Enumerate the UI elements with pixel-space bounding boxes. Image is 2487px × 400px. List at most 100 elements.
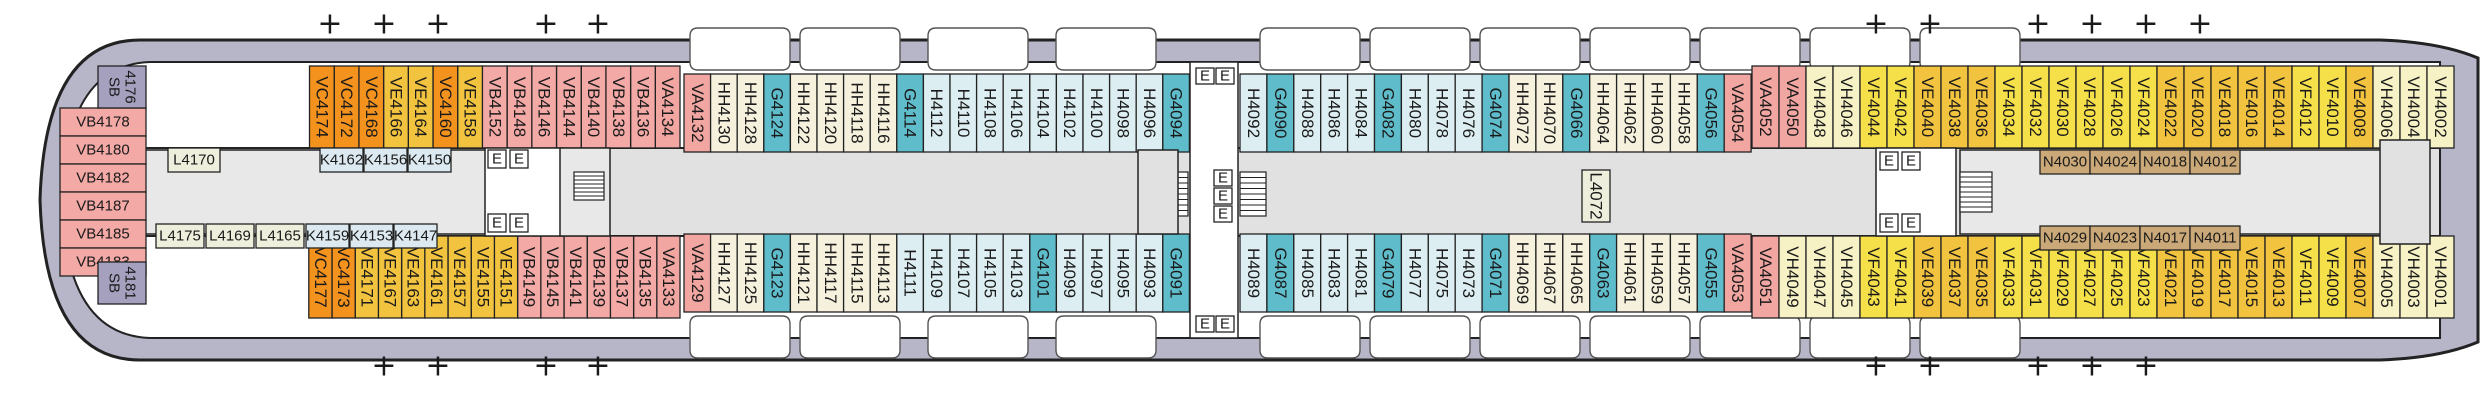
cabin-l4169[interactable]: L4169	[205, 223, 255, 249]
cabin-vh4003[interactable]: VH4003	[2399, 235, 2428, 319]
cabin-ve4020[interactable]: VE4020	[2183, 65, 2212, 149]
cabin-ve4151[interactable]: VE4151	[493, 235, 519, 319]
cabin-hh4058[interactable]: HH4058	[1669, 73, 1698, 153]
cabin-h4111[interactable]: H4111	[896, 233, 925, 313]
cabin-k4159[interactable]: K4159	[305, 223, 350, 249]
cabin-vh4002[interactable]: VH4002	[2426, 65, 2455, 149]
cabin-vc4160[interactable]: VC4160	[432, 65, 459, 149]
cabin-l4170[interactable]: L4170	[167, 147, 221, 173]
cabin-ve4035[interactable]: VE4035	[1967, 235, 1996, 319]
cabin-ve4018[interactable]: VE4018	[2210, 65, 2239, 149]
cabin-hh4067[interactable]: HH4067	[1535, 233, 1564, 313]
cabin-vf4009[interactable]: VF4009	[2318, 235, 2347, 319]
cabin-hh4121[interactable]: HH4121	[789, 233, 818, 313]
cabin-hh4059[interactable]: HH4059	[1642, 233, 1672, 313]
cabin-n4018[interactable]: N4018	[2139, 149, 2191, 175]
cabin-hh4069[interactable]: HH4069	[1508, 233, 1537, 313]
cabin-h4077[interactable]: H4077	[1400, 233, 1429, 313]
cabin-vf4028[interactable]: VF4028	[2075, 65, 2104, 149]
cabin-vb4139[interactable]: VB4139	[586, 235, 612, 319]
cabin-vf4024[interactable]: VF4024	[2129, 65, 2158, 149]
cabin-vh4048[interactable]: VH4048	[1805, 65, 1834, 149]
cabin-vb4152[interactable]: VB4152	[481, 65, 508, 149]
cabin-n4024[interactable]: N4024	[2089, 149, 2141, 175]
cabin-h4099[interactable]: H4099	[1055, 233, 1084, 313]
cabin-h4076[interactable]: H4076	[1454, 73, 1483, 153]
cabin-vb4135[interactable]: VB4135	[632, 235, 658, 319]
cabin-vf4010[interactable]: VF4010	[2318, 65, 2347, 149]
cabin-vf4044[interactable]: VF4044	[1859, 65, 1888, 149]
cabin-hh4060[interactable]: HH4060	[1642, 73, 1672, 153]
cabin-ve4166[interactable]: VE4166	[382, 65, 409, 149]
cabin-vb4185[interactable]: VB4185	[59, 219, 147, 249]
cabin-vf4041[interactable]: VF4041	[1886, 235, 1915, 319]
cabin-h4105[interactable]: H4105	[975, 233, 1004, 313]
cabin-vf4034[interactable]: VF4034	[1994, 65, 2023, 149]
cabin-h4103[interactable]: H4103	[1002, 233, 1031, 313]
cabin-hh4072[interactable]: HH4072	[1508, 73, 1537, 153]
cabin-vf4043[interactable]: VF4043	[1859, 235, 1888, 319]
cabin-ve4015[interactable]: VE4015	[2237, 235, 2266, 319]
cabin-hh4127[interactable]: HH4127	[709, 233, 738, 313]
cabin-hh4057[interactable]: HH4057	[1669, 233, 1698, 313]
cabin-h4084[interactable]: H4084	[1346, 73, 1376, 153]
cabin-ve4016[interactable]: VE4016	[2237, 65, 2266, 149]
cabin-vh4046[interactable]: VH4046	[1832, 65, 1861, 149]
cabin-n4017[interactable]: N4017	[2139, 225, 2191, 251]
cabin-k4150[interactable]: K4150	[407, 147, 452, 173]
cabin-vf4026[interactable]: VF4026	[2102, 65, 2131, 149]
cabin-vb4136[interactable]: VB4136	[629, 65, 656, 149]
cabin-k4156[interactable]: K4156	[363, 147, 408, 173]
cabin-vb4145[interactable]: VB4145	[540, 235, 565, 319]
cabin-k4162[interactable]: K4162	[319, 147, 364, 173]
cabin-vh4045[interactable]: VH4045	[1832, 235, 1861, 319]
cabin-ve4155[interactable]: VE4155	[470, 235, 496, 319]
cabin-h4109[interactable]: H4109	[922, 233, 951, 313]
cabin-g4055[interactable]: G4055	[1696, 233, 1725, 313]
cabin-h4097[interactable]: H4097	[1082, 233, 1111, 313]
cabin-h4078[interactable]: H4078	[1427, 73, 1456, 153]
cabin-va4129[interactable]: VA4129	[683, 233, 712, 313]
cabin-h4110[interactable]: H4110	[949, 73, 978, 153]
cabin-hh4070[interactable]: HH4070	[1535, 73, 1564, 153]
cabin-hh4115[interactable]: HH4115	[842, 233, 871, 313]
cabin-h4092[interactable]: H4092	[1239, 73, 1268, 153]
cabin-vc4174[interactable]: VC4174	[308, 65, 335, 149]
cabin-n4011[interactable]: N4011	[2189, 225, 2241, 251]
cabin-hh4128[interactable]: HH4128	[736, 73, 765, 153]
cabin-va4133[interactable]: VA4133	[656, 235, 681, 319]
cabin-h4089[interactable]: H4089	[1239, 233, 1268, 313]
cabin-ve4038[interactable]: VE4038	[1940, 65, 1969, 149]
cabin-h4106[interactable]: H4106	[1002, 73, 1031, 153]
cabin-va4134[interactable]: VA4134	[654, 65, 681, 149]
cabin-vb4138[interactable]: VB4138	[605, 65, 632, 149]
cabin-h4075[interactable]: H4075	[1427, 233, 1456, 313]
cabin-vb4140[interactable]: VB4140	[580, 65, 607, 149]
cabin-h4102[interactable]: H4102	[1055, 73, 1084, 153]
cabin-vf4031[interactable]: VF4031	[2021, 235, 2050, 319]
cabin-l4165[interactable]: L4165	[255, 223, 305, 249]
cabin-ve4039[interactable]: VE4039	[1913, 235, 1942, 319]
cabin-ve4157[interactable]: VE4157	[447, 235, 472, 319]
cabin-h4093[interactable]: H4093	[1135, 233, 1164, 313]
cabin-h4073[interactable]: H4073	[1454, 233, 1483, 313]
cabin-hh4062[interactable]: HH4062	[1615, 73, 1645, 153]
cabin-ve4171[interactable]: VE4171	[354, 235, 380, 319]
cabin-hh4122[interactable]: HH4122	[789, 73, 818, 153]
cabin-h4096[interactable]: H4096	[1135, 73, 1164, 153]
cabin-h4104[interactable]: H4104	[1029, 73, 1058, 153]
cabin-ve4014[interactable]: VE4014	[2264, 65, 2293, 149]
cabin-vb4144[interactable]: VB4144	[555, 65, 582, 149]
cabin-ve4036[interactable]: VE4036	[1967, 65, 1996, 149]
cabin-g4091[interactable]: G4091	[1162, 233, 1191, 313]
cabin-k4153[interactable]: K4153	[349, 223, 394, 249]
cabin-vc4168[interactable]: VC4168	[358, 65, 385, 149]
cabin-hh4113[interactable]: HH4113	[869, 233, 898, 313]
cabin-ve4037[interactable]: VE4037	[1940, 235, 1969, 319]
cabin-h4083[interactable]: H4083	[1320, 233, 1349, 313]
cabin-g4082[interactable]: G4082	[1373, 73, 1403, 153]
cabin-h4107[interactable]: H4107	[949, 233, 978, 313]
cabin-vh4006[interactable]: VH4006	[2372, 65, 2401, 149]
cabin-ve4013[interactable]: VE4013	[2264, 235, 2293, 319]
cabin-g4114[interactable]: G4114	[896, 73, 925, 153]
